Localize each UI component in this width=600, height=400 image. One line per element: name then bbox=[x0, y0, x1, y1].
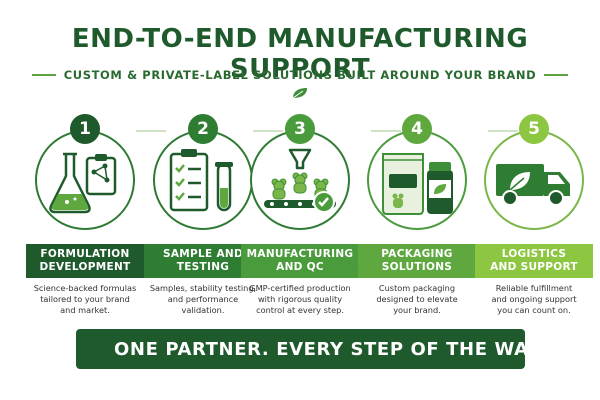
step-5-description: Reliable fulfillment and ongoing support… bbox=[491, 283, 577, 315]
flask-and-clipboard-icon bbox=[49, 152, 117, 214]
pouch-and-bottle-icon bbox=[382, 153, 453, 215]
connector-line-4 bbox=[488, 130, 518, 132]
leaf-icon bbox=[292, 88, 307, 99]
step-1-description: Science-backed formulas tailored to your… bbox=[33, 283, 137, 315]
footer-banner: ONE PARTNER. EVERY STEP OF THE WAY. bbox=[76, 329, 544, 369]
step-4-label-text: PACKAGING SOLUTIONS bbox=[381, 248, 453, 273]
subtitle-divider-right bbox=[544, 74, 569, 76]
subtitle-row: CUSTOM & PRIVATE-LABEL SOLUTIONS BUILT A… bbox=[32, 66, 569, 84]
delivery-truck-icon bbox=[496, 164, 570, 206]
step-4-label: PACKAGING SOLUTIONS bbox=[358, 244, 476, 278]
step-1-number: 1 bbox=[70, 114, 100, 144]
step-5-number: 5 bbox=[519, 114, 549, 144]
step-3-description: GMP-certified production with rigorous q… bbox=[249, 283, 351, 315]
step-2-label-text: SAMPLE AND TESTING bbox=[163, 248, 243, 273]
connector-line-2 bbox=[253, 130, 283, 132]
step-5-label: LOGISTICS AND SUPPORT bbox=[475, 244, 593, 278]
step-1-label-text: FORMULATION DEVELOPMENT bbox=[39, 248, 131, 273]
step-1-label: FORMULATION DEVELOPMENT bbox=[26, 244, 144, 278]
connector-line-3 bbox=[371, 130, 401, 132]
step-5-label-text: LOGISTICS AND SUPPORT bbox=[490, 248, 578, 273]
page-title: END-TO-END MANUFACTURING SUPPORT bbox=[71, 24, 529, 84]
gummy-production-line-icon bbox=[264, 148, 336, 213]
step-1-icon-circle bbox=[35, 130, 135, 230]
footer-text: ONE PARTNER. EVERY STEP OF THE WAY. bbox=[114, 338, 546, 360]
step-2-icon-circle bbox=[153, 130, 253, 230]
step-4-number: 4 bbox=[402, 114, 432, 144]
step-3-label: MANUFACTURING AND QC bbox=[241, 244, 359, 278]
step-2-number: 2 bbox=[188, 114, 218, 144]
step-3-label-text: MANUFACTURING AND QC bbox=[246, 248, 354, 273]
step-3-icon-circle bbox=[250, 130, 350, 230]
page-subtitle: CUSTOM & PRIVATE-LABEL SOLUTIONS BUILT A… bbox=[63, 68, 537, 82]
step-3-number: 3 bbox=[285, 114, 315, 144]
subtitle-divider-left bbox=[32, 74, 56, 76]
connector-line-1 bbox=[136, 130, 166, 132]
step-4-description: Custom packaging designed to elevate you… bbox=[376, 283, 458, 315]
step-2-description: Samples, stability testing, and performa… bbox=[149, 283, 257, 315]
step-5-icon-circle bbox=[484, 130, 584, 230]
checklist-and-test-tube-icon bbox=[169, 149, 233, 212]
step-4-icon-circle bbox=[367, 130, 467, 230]
